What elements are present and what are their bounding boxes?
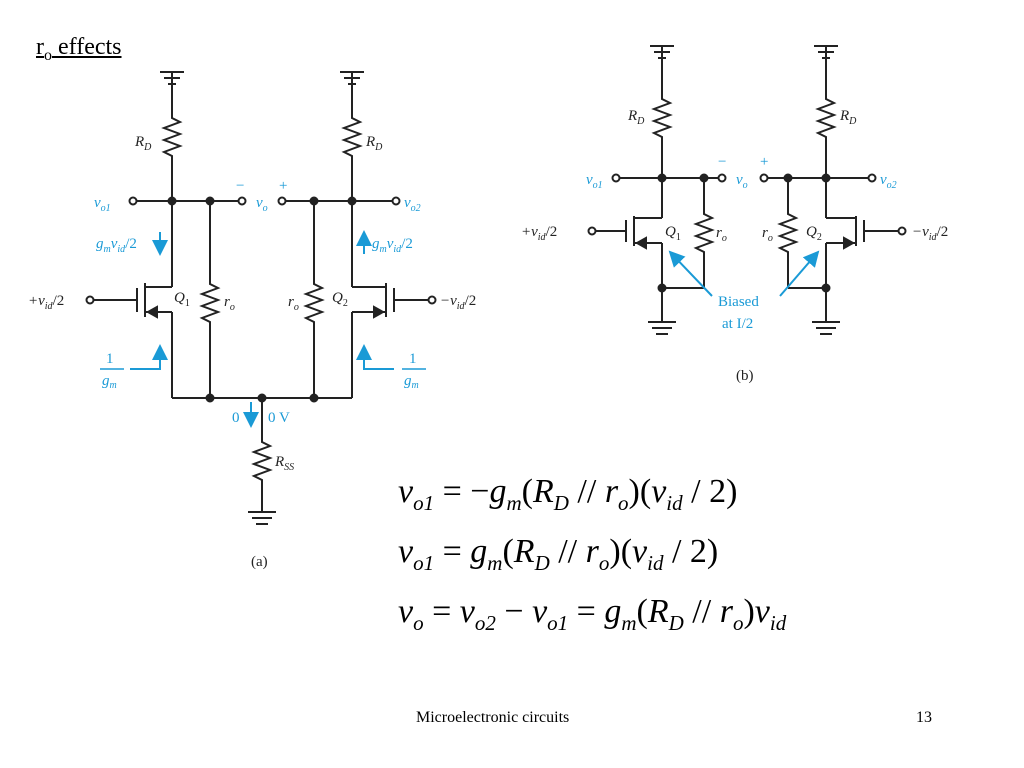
label-q1: Q1 <box>174 290 190 309</box>
equation-3: vo = vo2 − vo1 = gm(RD // ro)vid <box>398 593 787 635</box>
label-b-plus: + <box>760 154 768 170</box>
ground-symbol-b-left <box>648 321 676 335</box>
label-b-minus: − <box>718 154 726 170</box>
resistor-b-ro-right <box>777 210 799 256</box>
resistor-ro-right <box>303 280 325 326</box>
label-rss: RSS <box>274 454 294 473</box>
vdd-symbol-b-left <box>650 45 674 59</box>
equation-block: vo1 = −gm(RD // ro)(vid / 2) vo1 = gm(RD… <box>398 462 786 642</box>
ground-symbol-a <box>248 511 276 525</box>
resistor-b-rd-left <box>651 94 673 142</box>
label-b-rd-right: RD <box>839 108 857 127</box>
resistor-b-ro-left <box>693 210 715 256</box>
slide-title: ro effects <box>36 34 122 64</box>
svg-text:1: 1 <box>409 351 417 367</box>
label-b-ro-left: ro <box>716 225 727 244</box>
resistor-rss <box>251 438 273 484</box>
label-b-vo: vo <box>736 172 748 191</box>
vdd-symbol-right <box>340 71 364 85</box>
label-inv-gm-right: 1 gm <box>402 351 426 391</box>
label-b-rd-left: RD <box>627 108 645 127</box>
resistor-rd-right <box>341 112 363 162</box>
resistor-ro-left <box>199 280 221 326</box>
label-vo: vo <box>256 195 268 214</box>
equation-2: vo1 = gm(RD // ro)(vid / 2) <box>398 533 719 575</box>
circuit-a <box>85 71 437 525</box>
label-inv-gm-left: 1 gm <box>100 351 124 391</box>
label-b-vo2: vo2 <box>880 172 897 191</box>
ground-symbol-b-right <box>812 321 840 335</box>
label-minus: − <box>236 178 244 194</box>
label-input-right: −vid/2 <box>440 293 476 312</box>
label-b-input-left: +vid/2 <box>521 224 557 243</box>
label-b-q1: Q1 <box>665 224 681 243</box>
label-b-q2: Q2 <box>806 224 822 243</box>
caption-a: (a) <box>251 554 268 570</box>
vdd-symbol-left <box>160 71 184 85</box>
label-rd-right: RD <box>365 134 383 153</box>
label-ro-left: ro <box>224 294 235 313</box>
label-biased-line1: Biased <box>718 294 759 310</box>
footer-page-number: 13 <box>916 709 932 726</box>
vdd-symbol-b-right <box>814 45 838 59</box>
svg-text:1: 1 <box>106 351 114 367</box>
label-rd-left: RD <box>134 134 152 153</box>
label-ro-right: ro <box>288 294 299 313</box>
label-biased-line2: at I/2 <box>722 316 753 332</box>
label-b-ro-right: ro <box>762 225 773 244</box>
svg-text:gm: gm <box>102 373 117 391</box>
label-q2: Q2 <box>332 290 348 309</box>
footer-course-title: Microelectronic circuits <box>416 709 570 726</box>
caption-b: (b) <box>736 368 754 384</box>
label-gm-current-right: gmvid/2 <box>372 236 413 255</box>
resistor-b-rd-right <box>815 94 837 142</box>
label-vo1: vo1 <box>94 195 111 214</box>
equation-1: vo1 = −gm(RD // ro)(vid / 2) <box>398 473 738 515</box>
label-vo2: vo2 <box>404 195 421 214</box>
resistor-rd-left <box>161 112 183 162</box>
circuit-b <box>587 45 907 335</box>
svg-text:gm: gm <box>404 373 419 391</box>
label-zero-current: 0 <box>232 410 240 426</box>
label-input-left: +vid/2 <box>28 293 64 312</box>
label-zero-volt: 0 V <box>268 410 290 426</box>
label-gm-current-left: gmvid/2 <box>96 236 137 255</box>
label-b-vo1: vo1 <box>586 172 603 191</box>
label-plus: + <box>279 178 287 194</box>
label-b-input-right: −vid/2 <box>912 224 948 243</box>
